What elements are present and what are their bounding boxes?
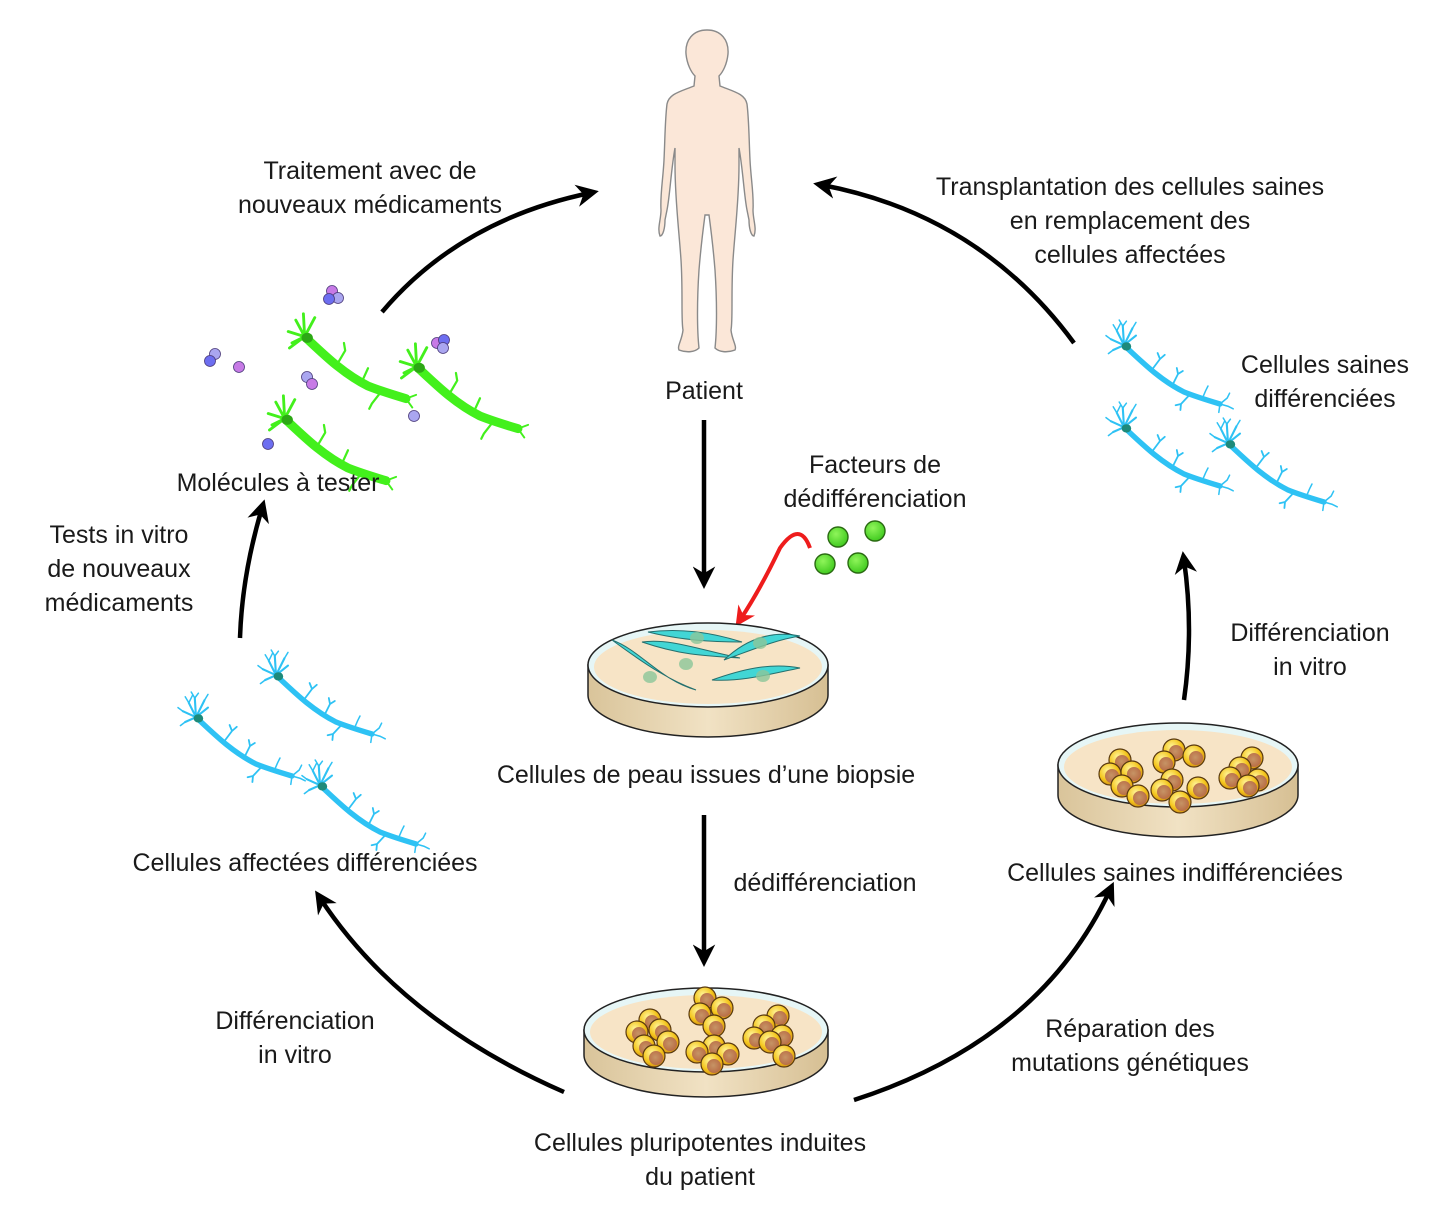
label-line: mutations génétiques	[1011, 1049, 1249, 1077]
edge-label-transplantation: Transplantation des cellules saines en r…	[900, 170, 1360, 272]
label-line: cellules affectées	[1034, 241, 1226, 269]
arrow-ipsc-to-healthy	[853, 881, 1115, 1103]
edge-label-diff-right: Différenciation in vitro	[1200, 616, 1420, 684]
label-line: différenciées	[1254, 385, 1396, 413]
arrow-healthy-to-patient	[813, 176, 1076, 345]
arrow-ipsc-to-affected	[315, 890, 565, 1095]
node-label-patient: Patient	[665, 377, 743, 405]
label-line: in vitro	[1273, 653, 1347, 681]
node-label-healthy-undiff: Cellules saines indifférenciées	[1007, 859, 1343, 887]
label-line: Transplantation des cellules saines	[935, 173, 1325, 201]
label-line: Traitement avec de	[263, 157, 477, 185]
label-line: du patient	[645, 1163, 755, 1191]
petri-dish-fibroblasts-icon	[587, 622, 829, 738]
arrow-healthy-undiff-to-diff	[1174, 551, 1198, 701]
arrow-molecules-to-patient	[380, 184, 599, 314]
cycle-arrows	[237, 176, 1198, 1103]
label-line: Différenciation	[1230, 619, 1390, 647]
label-line: Différenciation	[215, 1007, 375, 1035]
green-factor-spheres-icon	[814, 520, 886, 575]
node-label-factors: Facteurs de dédifférenciation	[760, 448, 990, 516]
node-label-healthy-diff: Cellules saines différenciées	[1220, 348, 1430, 416]
label-line: nouveaux médicaments	[237, 191, 503, 219]
node-label-affected-diff: Cellules affectées différenciées	[132, 849, 478, 877]
petri-dish-stem-cells-icon	[1057, 722, 1299, 838]
label-line: Cellules saines	[1240, 351, 1410, 379]
edge-label-repair: Réparation des mutations génétiques	[990, 1012, 1270, 1080]
edge-label-treatment: Traitement avec de nouveaux médicaments	[200, 154, 540, 222]
label-line: Réparation des	[1045, 1015, 1215, 1043]
node-label-ipsc: Cellules pluripotentes induites du patie…	[480, 1126, 920, 1194]
label-line: de nouveaux	[47, 555, 191, 583]
node-label-skin-cells: Cellules de peau issues d’une biopsie	[496, 761, 916, 789]
label-line: dédifférenciation	[783, 485, 967, 513]
green-neurons-molecules-icon	[204, 285, 529, 491]
arrow-factors-to-skin	[735, 532, 812, 627]
label-line: médicaments	[44, 589, 194, 617]
human-body-icon	[658, 29, 756, 353]
label-line: in vitro	[258, 1041, 332, 1069]
blue-neurons-icon	[178, 650, 429, 852]
label-line: Tests in vitro	[49, 521, 189, 549]
label-line: en remplacement des	[1009, 207, 1251, 235]
label-line: Facteurs de	[808, 451, 941, 479]
edge-label-tests: Tests in vitro de nouveaux médicaments	[14, 518, 224, 620]
arrow-affected-to-molecules	[237, 499, 269, 639]
edge-label-diff-left: Différenciation in vitro	[180, 1004, 410, 1072]
petri-dish-stem-cells-icon	[583, 986, 829, 1098]
node-label-molecules: Molécules à tester	[176, 469, 380, 497]
label-line: Cellules pluripotentes induites	[533, 1129, 867, 1157]
edge-label-dediff: dédifférenciation	[733, 869, 917, 897]
